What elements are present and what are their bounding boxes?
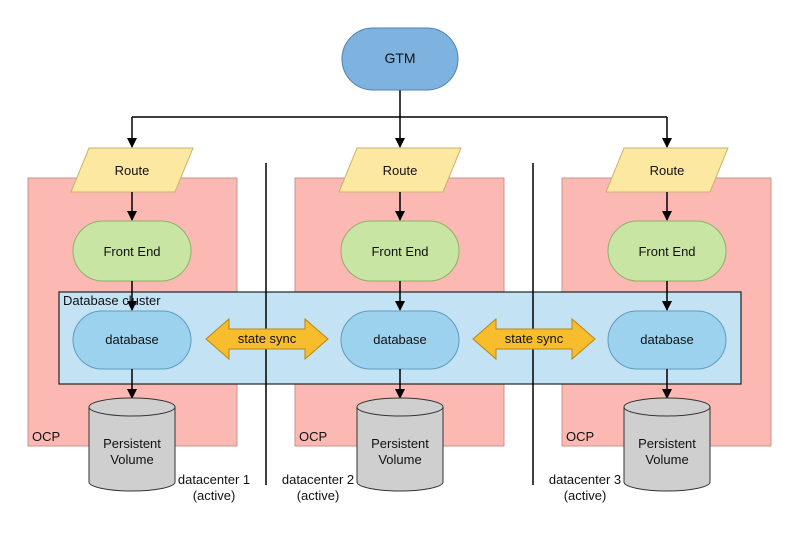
frontend-label-1: Front End [103, 244, 160, 259]
datacenter-name-2: datacenter 2 [282, 472, 354, 487]
ocp-label-3: OCP [566, 429, 594, 444]
database-label-3: database [640, 332, 694, 347]
datacenter-status-3: (active) [564, 488, 607, 503]
state-sync-label-2: state sync [505, 331, 564, 346]
persistent-volume-cylinder-2 [356, 397, 444, 492]
volume-label-1-line-2: Volume [110, 452, 153, 467]
route-label-1: Route [115, 163, 150, 178]
database-label-1: database [105, 332, 159, 347]
route-label-2: Route [383, 163, 418, 178]
gtm-label: GTM [384, 50, 415, 66]
datacenter-status-1: (active) [193, 488, 236, 503]
persistent-volume-cylinder-3 [623, 397, 711, 492]
database-label-2: database [373, 332, 427, 347]
volume-label-3-line-2: Volume [645, 452, 688, 467]
state-sync-label-1: state sync [238, 331, 297, 346]
route-shape-1 [70, 147, 194, 193]
state-sync-arrow-1 [205, 317, 329, 361]
volume-label-1-line-1: Persistent [103, 436, 161, 451]
datacenter-name-1: datacenter 1 [178, 472, 250, 487]
cluster-label: Database cluster [63, 293, 161, 308]
persistent-volume-cylinder-1 [88, 397, 176, 492]
route-label-3: Route [650, 163, 685, 178]
ocp-label-2: OCP [299, 429, 327, 444]
gtm-shape [341, 27, 459, 91]
frontend-label-3: Front End [638, 244, 695, 259]
datacenter-status-2: (active) [297, 488, 340, 503]
gtm-connectors [127, 90, 672, 148]
volume-arrows [127, 369, 672, 399]
datacenter-name-3: datacenter 3 [549, 472, 621, 487]
frontend-arrows [127, 281, 672, 311]
route-shape-3 [605, 147, 729, 193]
route-arrows [127, 192, 672, 221]
route-shape-2 [338, 147, 462, 193]
state-sync-arrow-2 [472, 317, 596, 361]
volume-label-2-line-2: Volume [378, 452, 421, 467]
volume-label-3-line-1: Persistent [638, 436, 696, 451]
volume-label-2-line-1: Persistent [371, 436, 429, 451]
frontend-label-2: Front End [371, 244, 428, 259]
ocp-label-1: OCP [32, 429, 60, 444]
